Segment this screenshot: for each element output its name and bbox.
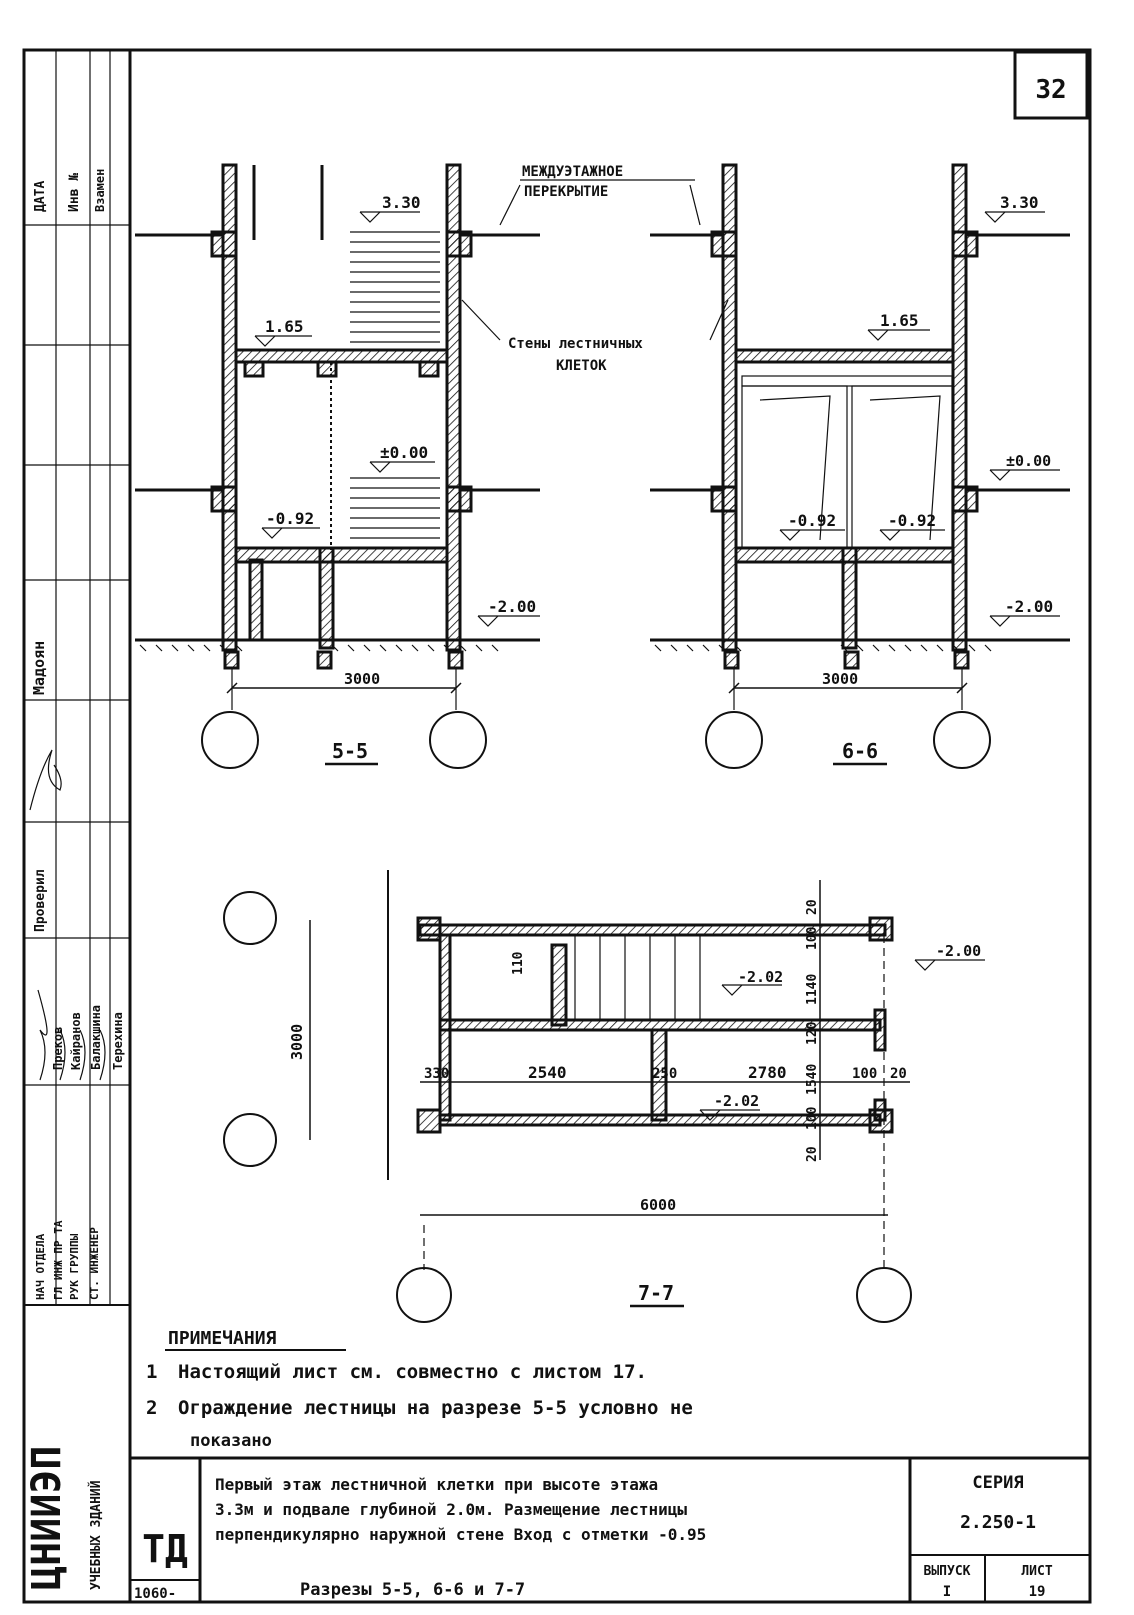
title-block: ТД 1060- Первый этаж лестничной клетки п…	[130, 1456, 1090, 1602]
title-line-1: Первый этаж лестничной клетки при высоте…	[215, 1475, 658, 1494]
name-3: Балакшина	[89, 1005, 103, 1070]
axis-bubble-left-b	[705, 711, 763, 769]
checker-name: Мадоян	[30, 641, 48, 695]
callout-walls-1: Стены лестничных	[508, 336, 643, 352]
level-330: 3.30	[382, 193, 421, 212]
level-000: ±0.00	[380, 443, 428, 462]
section-label-b: 6-6	[842, 739, 878, 763]
dim-20-b: 20	[805, 1146, 820, 1162]
left-wall	[221, 163, 238, 652]
axis-bubble-right	[429, 711, 487, 769]
title-line-3: перпендикулярно наружной стене Вход с от…	[215, 1525, 706, 1544]
basement-landing	[234, 546, 449, 564]
plan-span-v: 3000	[288, 1024, 306, 1060]
dim-1540: 1540	[805, 1064, 820, 1095]
issue-label: ВЫПУСК	[924, 1564, 971, 1579]
notes-title: ПРИМЕЧАНИЯ	[168, 1328, 277, 1349]
note-2-number: 2	[146, 1397, 157, 1419]
role-head: НАЧ ОТДЕЛА	[34, 1233, 47, 1300]
level-330-b: 3.30	[1000, 193, 1039, 212]
name-4: Терехина	[111, 1012, 125, 1070]
inventory-label: Инв №	[67, 172, 82, 212]
dim-330: 330	[424, 1066, 449, 1082]
series-label: СЕРИЯ	[972, 1473, 1023, 1493]
level-165-b: 1.65	[880, 311, 919, 330]
dim-100-a: 100	[805, 926, 820, 950]
replaces-label: Взамен	[93, 169, 107, 212]
sheet-value: 19	[1029, 1584, 1046, 1600]
upper-flight	[350, 231, 440, 343]
note-2: Ограждение лестницы на разрезе 5-5 услов…	[178, 1397, 693, 1419]
note-1: Настоящий лист см. совместно с листом 17…	[178, 1361, 647, 1383]
section-7-7: 3000 6000 330 2540 250 2780 100 20 20 10…	[223, 870, 985, 1323]
org-subtitle: УЧЕБНЫХ ЗДАНИЙ	[88, 1480, 104, 1590]
callout-slab-1: МЕЖДУЭТАЖНОЕ	[522, 164, 623, 180]
note-1-number: 1	[146, 1361, 157, 1383]
dim-20-a: 20	[805, 899, 820, 915]
series-value: 2.250-1	[960, 1512, 1036, 1533]
section-label-c: 7-7	[638, 1281, 674, 1305]
callouts: МЕЖДУЭТАЖНОЕ ПЕРЕКРЫТИЕ Стены лестничных…	[461, 164, 729, 374]
level-200: -2.00	[488, 597, 536, 616]
level-202: -2.02	[738, 968, 783, 986]
dim-100-c: 100	[852, 1066, 877, 1082]
sheet-label: ЛИСТ	[1021, 1564, 1052, 1579]
section-label: 5-5	[332, 739, 368, 763]
dim-1140: 1140	[805, 974, 820, 1005]
section-6-6: 3.30 1.65 ±0.00 -0.92 -0.92 -2.00 3000 6…	[650, 163, 1070, 769]
role-engineer: СТ. ИНЖЕНЕР	[88, 1227, 101, 1300]
doc-code: ТД	[142, 1527, 188, 1571]
level-092: -0.92	[266, 509, 314, 528]
notes: ПРИМЕЧАНИЯ 1 Настоящий лист см. совместн…	[146, 1328, 693, 1451]
plan-span-h: 6000	[640, 1196, 676, 1214]
title-line-2: 3.3м и подвале глубиной 2.0м. Размещение…	[215, 1500, 687, 1519]
level-000-b: ±0.00	[1006, 452, 1051, 470]
level-092-b1: -0.92	[788, 511, 836, 530]
level-200-b: -2.00	[1005, 597, 1053, 616]
checker-signature	[29, 749, 62, 811]
level-200-c: -2.00	[936, 942, 981, 960]
sheet-number: 32	[1035, 75, 1066, 105]
lower-flight	[350, 477, 440, 539]
role-chief: ГЛ ИНЖ ПР ТА	[52, 1220, 65, 1300]
sheet-number-box	[1013, 50, 1089, 120]
issue-value: I	[943, 1584, 951, 1600]
span-dimension: 3000	[344, 670, 380, 688]
level-202-b: -2.02	[714, 1092, 759, 1110]
check-label: Проверил	[33, 869, 48, 932]
role-group: РУК ГРУППЫ	[68, 1233, 81, 1300]
left-strip: ДАТА Инв № Взамен Мадоян Проверил НАЧ ОТ…	[24, 50, 130, 1590]
dim-110: 110	[511, 951, 526, 975]
callout-slab-2: ПЕРЕКРЫТИЕ	[524, 184, 608, 200]
section-5-5: 3.30 1.65 ±0.00 -0.92 -2.00 3000 5-5	[135, 163, 540, 769]
axis-bubble-left	[201, 711, 259, 769]
dim-100-b: 100	[805, 1106, 820, 1130]
date-label: ДАТА	[33, 181, 48, 212]
name-2: Кайранов	[69, 1012, 83, 1070]
signatures	[37, 989, 106, 1081]
dim-2540: 2540	[528, 1063, 567, 1082]
dim-120: 120	[805, 1021, 820, 1045]
right-wall	[445, 163, 462, 652]
level-092-b2: -0.92	[888, 511, 936, 530]
dim-20-c: 20	[890, 1066, 907, 1082]
level-165: 1.65	[265, 317, 304, 336]
title-line-4: Разрезы 5-5, 6-6 и 7-7	[300, 1580, 525, 1600]
note-2-cont: показано	[190, 1431, 272, 1451]
sheet-frame	[22, 48, 1092, 1604]
org-name: ЦНИИЭП	[24, 1446, 70, 1591]
name-1: Преков	[51, 1027, 65, 1070]
callout-walls-2: КЛЕТОК	[556, 358, 607, 374]
dim-250: 250	[652, 1066, 677, 1082]
dim-2780: 2780	[748, 1063, 787, 1082]
landing-slab	[234, 348, 449, 364]
axis-bubble-right-b	[933, 711, 991, 769]
span-dimension-b: 3000	[822, 670, 858, 688]
doc-number: 1060-	[134, 1586, 176, 1602]
